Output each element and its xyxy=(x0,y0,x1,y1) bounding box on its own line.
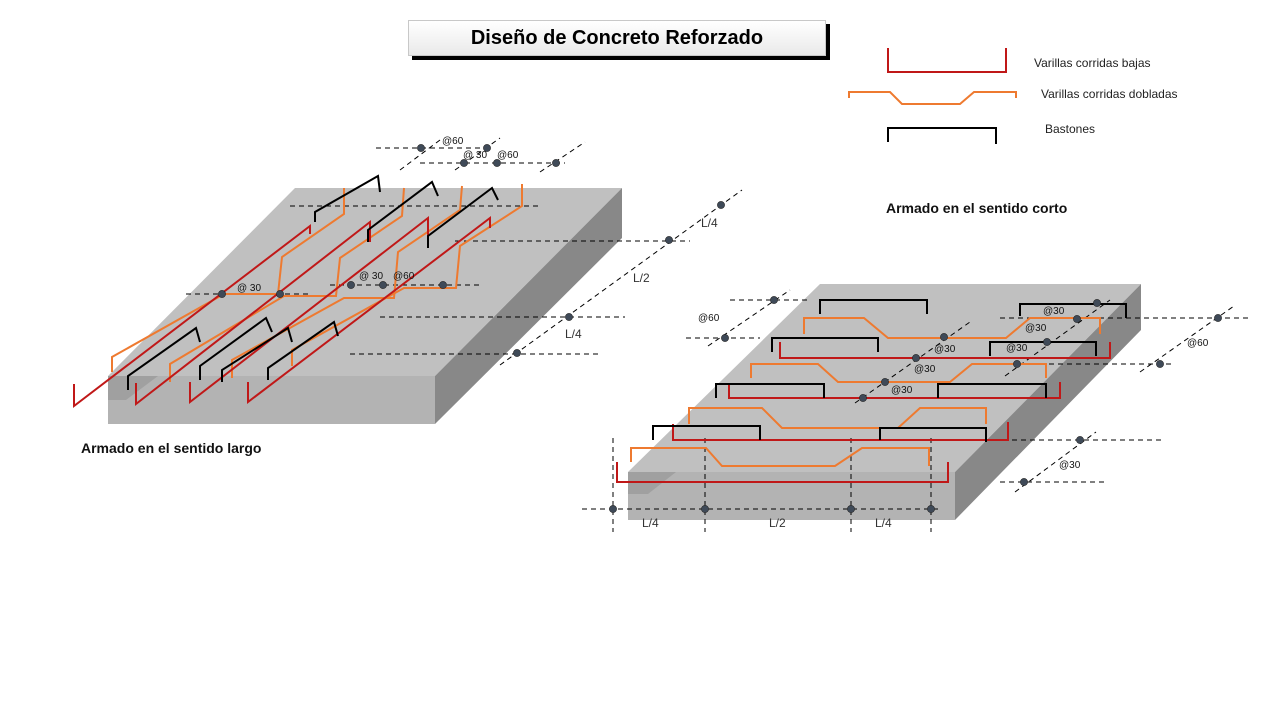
legend-baton-symbol xyxy=(887,127,997,144)
short-slab-dashed-lines xyxy=(582,289,1252,532)
long-slab xyxy=(108,188,622,424)
long-spacing-label: @ 30 xyxy=(359,271,384,282)
short-spacing-label: @60 xyxy=(698,313,720,324)
short-slab-points xyxy=(609,296,1222,513)
title-box: Diseño de Concreto Reforzado xyxy=(408,20,826,56)
legend-bottom-bar-symbol xyxy=(887,48,1007,73)
page-title: Diseño de Concreto Reforzado xyxy=(470,26,764,49)
long-slab-batons xyxy=(127,174,499,390)
long-dimension-label: L/4 xyxy=(565,327,582,341)
short-spacing-label: @30 xyxy=(1025,323,1047,334)
section-title-short: Armado en el sentido corto xyxy=(886,200,1068,216)
short-slab-front xyxy=(628,472,955,520)
legend-label-batons: Bastones xyxy=(1045,122,1096,136)
long-slab-top xyxy=(108,188,622,376)
long-slab-points xyxy=(218,144,725,357)
section-title-long: Armado en el sentido largo xyxy=(81,440,262,456)
short-spacing-label: @30 xyxy=(934,344,956,355)
long-spacing-label: @60 xyxy=(442,136,464,147)
short-dimension-label: L/2 xyxy=(769,516,786,530)
legend-label-bent-bars: Varillas corridas dobladas xyxy=(1041,87,1178,101)
legend-label-bottom-bars: Varillas corridas bajas xyxy=(1034,56,1151,70)
short-dimension-label: L/4 xyxy=(875,516,892,530)
long-spacing-label: @ 30 xyxy=(463,150,488,161)
long-spacing-label: @60 xyxy=(393,271,415,282)
long-slab-dashed-lines xyxy=(186,137,743,366)
long-dimension-label: L/4 xyxy=(701,216,718,230)
legend-bent-bar-symbol xyxy=(848,91,1017,105)
short-spacing-label: @30 xyxy=(891,385,913,396)
short-slab-bottom-bars xyxy=(616,342,1111,483)
long-dimension-label: L/2 xyxy=(633,271,650,285)
legend-symbols xyxy=(848,48,1017,144)
short-spacing-label: @30 xyxy=(1059,460,1081,471)
long-spacing-label: @60 xyxy=(497,150,519,161)
short-spacing-label: @30 xyxy=(1043,306,1065,317)
long-spacing-label: @ 30 xyxy=(237,283,262,294)
short-spacing-label: @30 xyxy=(914,364,936,375)
long-slab-bottom-bars xyxy=(73,215,491,409)
short-spacing-label: @30 xyxy=(1006,343,1028,354)
short-dimension-label: L/4 xyxy=(642,516,659,530)
short-spacing-label: @60 xyxy=(1187,338,1209,349)
long-slab-side xyxy=(435,188,622,424)
short-slab-batons xyxy=(652,299,1127,442)
long-slab-shadow xyxy=(108,376,158,400)
